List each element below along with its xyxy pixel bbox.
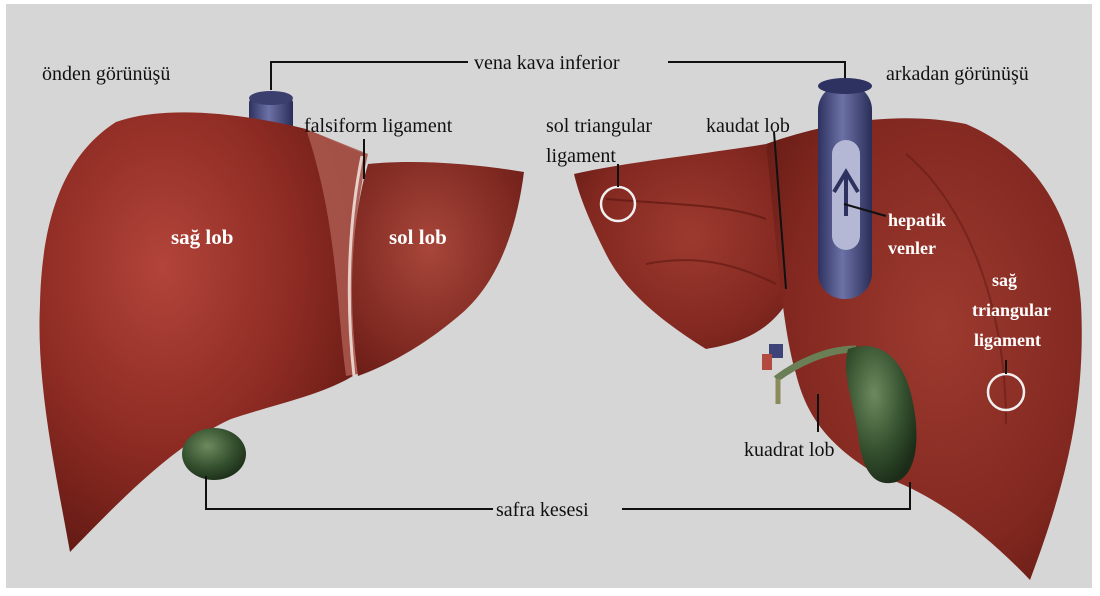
label-sag-triangular-2: triangular xyxy=(972,300,1051,320)
title-front-view: önden görünüşü xyxy=(42,63,170,85)
label-kuadrat: kuadrat lob xyxy=(744,439,835,461)
back-vena-cava xyxy=(818,78,872,299)
label-falsiform: falsiform ligament xyxy=(304,115,453,137)
label-sag-triangular-3: ligament xyxy=(974,330,1041,350)
front-gallbladder xyxy=(182,428,246,480)
label-sol-triangular-1: sol triangular xyxy=(546,115,652,137)
label-sag-triangular-1: sağ xyxy=(992,270,1017,290)
label-sag-lob: sağ lob xyxy=(171,225,233,249)
label-vena-kava: vena kava inferior xyxy=(474,52,620,74)
label-hepatik-1: hepatik xyxy=(888,210,946,230)
label-hepatik-2: venler xyxy=(888,238,936,258)
label-sol-lob: sol lob xyxy=(389,225,447,249)
label-kaudat: kaudat lob xyxy=(706,115,790,137)
title-back-view: arkadan görünüşü xyxy=(886,63,1029,85)
label-sol-triangular-2: ligament xyxy=(546,145,616,167)
label-safra-kesesi: safra kesesi xyxy=(496,499,589,521)
liver-diagram: önden görünüşü arkadan görünüşü vena kav… xyxy=(6,4,1092,588)
